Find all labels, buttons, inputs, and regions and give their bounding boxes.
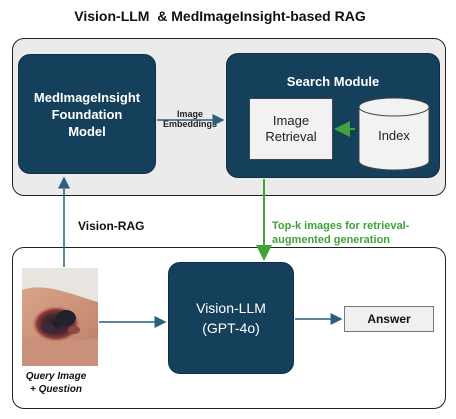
vision-rag-label: Vision-RAG: [78, 219, 145, 233]
index-label: Index: [378, 128, 410, 143]
search-module-title: Search Module: [286, 74, 380, 89]
topk-label: Top-k images for retrieval- augmented ge…: [272, 220, 410, 246]
foundation-model-box: MedImageInsight Foundation Model: [18, 54, 156, 174]
query-image: [22, 268, 98, 366]
answer-box: Answer: [344, 306, 434, 332]
diagram-title: Vision-LLM & MedImageInsight-based RAG: [74, 8, 366, 24]
search-module-box: Search Module Image Retrieval Index: [226, 53, 440, 178]
image-retrieval-box: Image Retrieval: [249, 98, 333, 160]
query-caption: Query Image + Question: [25, 371, 87, 395]
vision-llm-box: Vision-LLM (GPT-4o): [168, 262, 294, 374]
image-embeddings-label: Image Embeddings: [162, 109, 217, 129]
index-database-icon: [358, 97, 430, 171]
